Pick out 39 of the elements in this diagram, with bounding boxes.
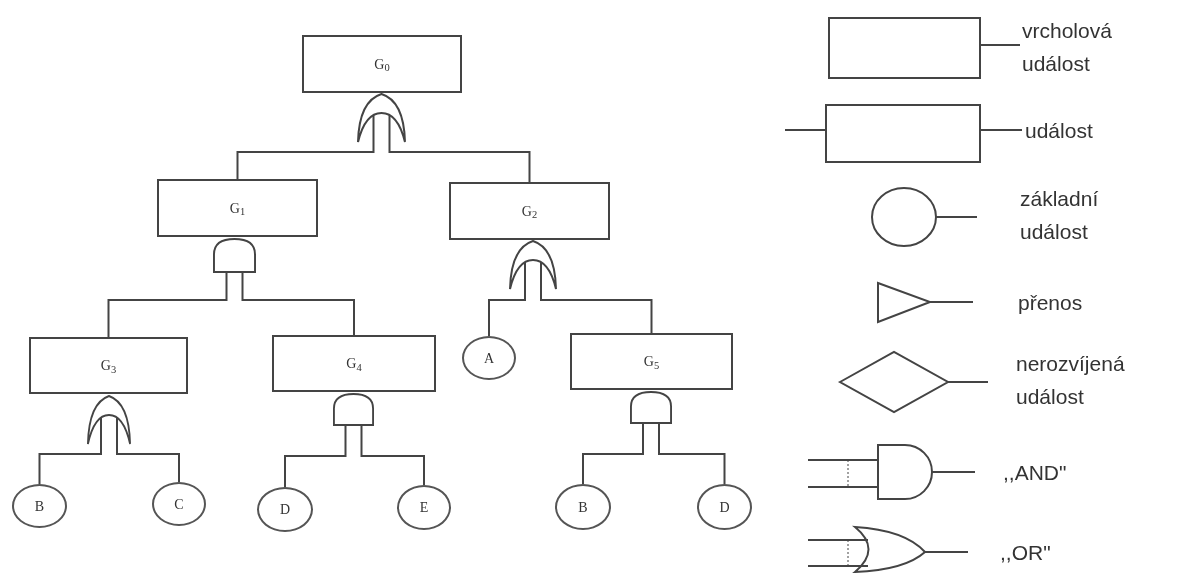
node-label: G$_{4}$ [346,355,362,374]
and-gate [213,238,256,273]
and-gate [630,391,672,424]
legend-label: vrcholová událost [1022,18,1113,77]
node-label: C [174,495,184,514]
basic-event-circle [12,484,67,528]
node-label: E [419,499,429,517]
node-label: B [34,497,45,516]
legend-label: ,,OR" [1000,539,1052,566]
and-gate [333,393,374,426]
connector-line [582,423,644,485]
legend-label: základní událost [1020,186,1100,245]
or-gate [87,395,131,445]
basic-event-circle [397,485,451,530]
or-gate [509,240,557,290]
node-label: G$_{2}$ [521,202,538,222]
node-label: D [719,498,730,517]
legend-label: nerozvíjená událost [1016,351,1126,410]
node-label: G$_{0}$ [374,55,390,75]
node-label: D [279,501,291,519]
node-label: G$_{5}$ [643,353,660,372]
node-label: A [483,349,495,368]
node-label: G$_{3}$ [100,357,117,376]
legend-label: událost [1025,117,1094,144]
basic-event-circle [152,482,206,526]
connector-line [360,425,425,486]
legend-label: přenos [1018,289,1084,316]
basic-event-circle [555,484,611,530]
connector-line [241,272,355,336]
or-gate [357,93,406,143]
basic-event-circle [697,484,752,530]
legend-label: ,,AND" [1003,459,1068,486]
connector-line [658,423,726,485]
basic-event-circle [257,487,313,532]
basic-event-circle [462,336,516,380]
connector-line [107,272,228,338]
connector-line [284,425,347,488]
node-label: B [578,498,588,517]
node-label: G$_{1}$ [229,199,246,219]
